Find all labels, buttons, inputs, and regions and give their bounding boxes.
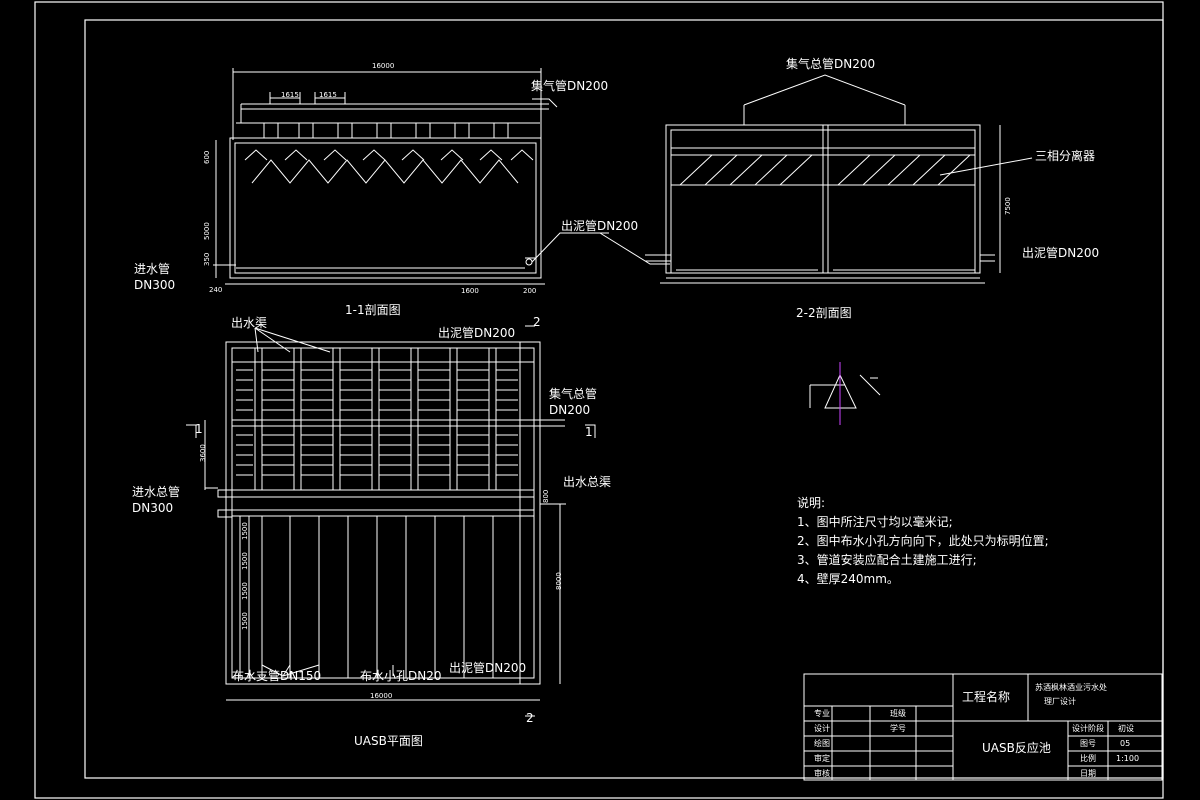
dim-5000: 5000 [203, 222, 211, 240]
dim-pitch-a: 1615 [281, 91, 299, 99]
dim-8000: 8000 [555, 572, 563, 590]
dim-800: 800 [542, 489, 550, 503]
dim-1500-d: 1500 [241, 612, 249, 630]
dim-1500-a: 1500 [241, 522, 249, 540]
sheet-label: 图号 [1080, 739, 1096, 748]
role-major: 专业 [814, 709, 830, 718]
role-review: 审定 [814, 754, 830, 763]
dim-350: 350 [203, 252, 211, 266]
section-1-1-title: 1-1剖面图 [345, 303, 401, 317]
section-mark-2-top: 2 [533, 315, 541, 329]
notes-block: 说明: 1、图中所注尺寸均以毫米记; 2、图中布水小孔方向向下，此处只为标明位置… [797, 494, 1049, 589]
inlet-pipe-label-line1: 进水管 [134, 262, 171, 276]
section-1-1-drawing [213, 68, 670, 285]
sludge-pipe-top-label: 出泥管DN200 [438, 326, 516, 340]
dim-7500: 7500 [1004, 197, 1012, 215]
section-mark-1-left: 1 [195, 422, 203, 436]
gas-main-label-2-2: 集气总管DN200 [786, 57, 876, 71]
title-block: 工程名称 苏酒枫林酒业污水处 理厂设计 UASB反应池 专业 设计 绘图 审定 … [804, 674, 1162, 780]
plan-title: UASB平面图 [354, 734, 423, 748]
dim-200: 200 [523, 287, 537, 295]
notes-heading: 说明: [797, 496, 826, 510]
class-label: 班级 [890, 709, 906, 718]
scale-value: 1:100 [1116, 754, 1140, 763]
section-2-2-drawing [645, 74, 1033, 284]
separator-label: 三相分离器 [1035, 149, 1096, 163]
student-id-label: 学号 [890, 724, 906, 733]
date-label: 日期 [1080, 769, 1096, 778]
stage-label: 设计阶段 [1072, 724, 1104, 733]
drawing-name: UASB反应池 [982, 741, 1051, 755]
distribution-branch-label: 布水支管DN150 [232, 669, 322, 683]
gas-main-plan-line1: 集气总管 [549, 387, 598, 401]
note-item-4: 4、壁厚240mm。 [797, 572, 899, 586]
project-label: 工程名称 [962, 690, 1011, 704]
inner-frame [84, 19, 1164, 779]
outlet-channel-label: 出水渠 [231, 316, 268, 330]
sheet-value: 05 [1120, 739, 1131, 748]
dim-1600: 1600 [461, 287, 479, 295]
project-name-line2: 理厂设计 [1044, 697, 1076, 706]
gas-main-plan-line2: DN200 [549, 403, 591, 417]
dim-600: 600 [203, 150, 211, 164]
distribution-hole-label: 布水小孔DN20 [360, 669, 442, 683]
outlet-main-channel-label: 出水总渠 [563, 475, 612, 489]
inlet-pipe-label-line2: DN300 [134, 278, 176, 292]
dim-1500-b: 1500 [241, 552, 249, 570]
dim-3600: 3600 [199, 444, 207, 462]
section-2-2-title: 2-2剖面图 [796, 306, 852, 320]
plan-view-drawing [186, 325, 596, 717]
dim-total-1-1: 16000 [372, 62, 395, 70]
gas-main-label-1-1: 集气管DN200 [531, 79, 609, 93]
role-draft: 绘图 [814, 739, 830, 748]
dim-240: 240 [209, 286, 223, 294]
section-mark-2-bottom: 2 [526, 711, 534, 725]
hole-detail-drawing [809, 373, 881, 409]
stage-value: 初设 [1118, 724, 1134, 733]
dim-16000-plan: 16000 [370, 692, 393, 700]
note-item-3: 3、管道安装应配合土建施工进行; [797, 553, 977, 567]
dim-1500-c: 1500 [241, 582, 249, 600]
scale-label: 比例 [1080, 754, 1096, 763]
note-item-2: 2、图中布水小孔方向向下，此处只为标明位置; [797, 534, 1049, 548]
sludge-pipe-label-1-1: 出泥管DN200 [561, 219, 639, 233]
title-block-grid [803, 673, 1163, 781]
inlet-main-line1: 进水总管 [132, 485, 181, 499]
role-design: 设计 [814, 724, 830, 733]
dim-pitch-b: 1615 [319, 91, 337, 99]
section-mark-1-right: 1 [585, 425, 593, 439]
sludge-pipe-bottom-label: 出泥管DN200 [449, 661, 527, 675]
sludge-pipe-label-2-2: 出泥管DN200 [1022, 246, 1100, 260]
note-item-1: 1、图中所注尺寸均以毫米记; [797, 515, 953, 529]
role-check: 审核 [814, 769, 830, 778]
inlet-main-line2: DN300 [132, 501, 174, 515]
project-name-line1: 苏酒枫林酒业污水处 [1035, 683, 1107, 692]
